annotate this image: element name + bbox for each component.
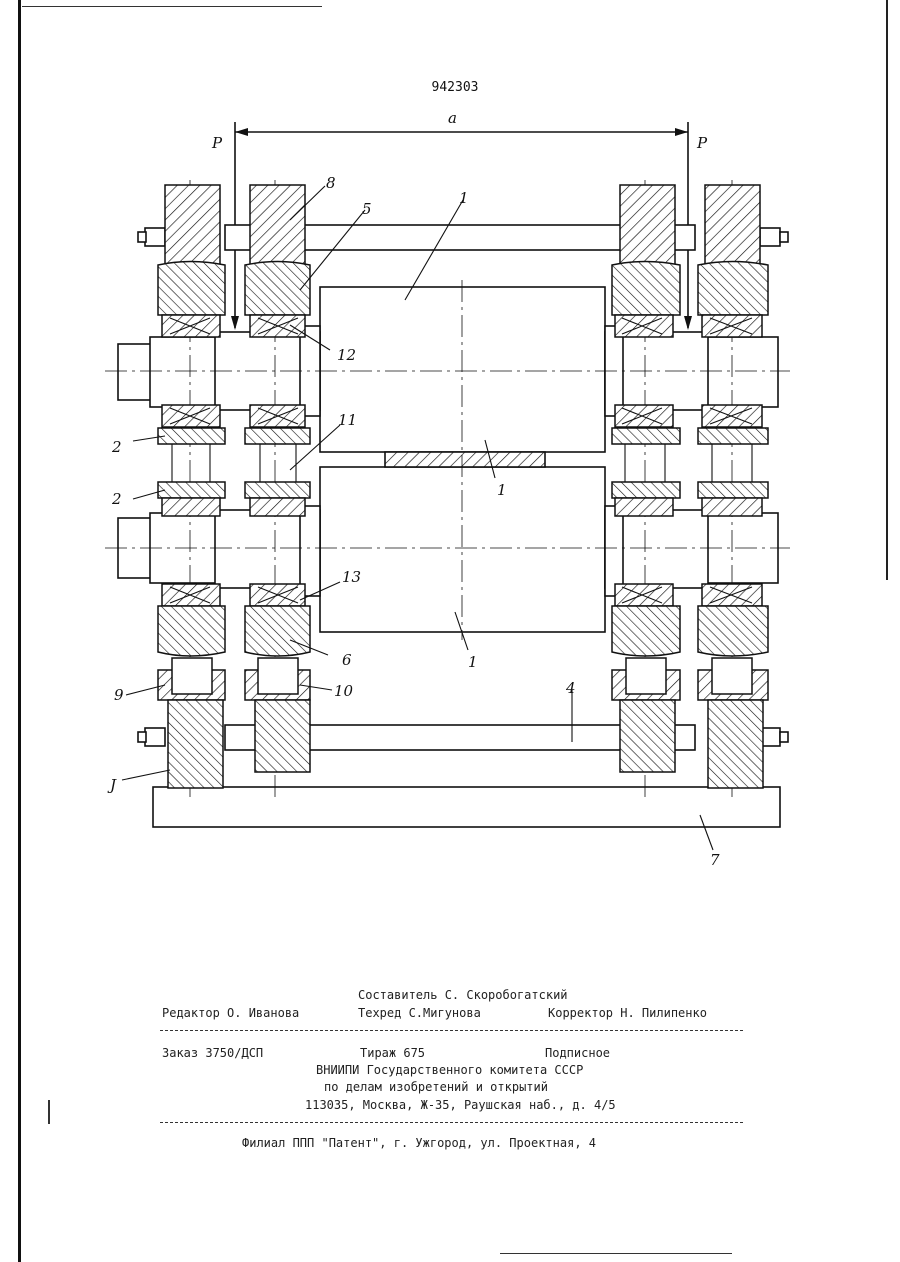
base-plate <box>153 787 780 827</box>
branch-address: Филиал ППП "Патент", г. Ужгород, ул. Про… <box>242 1136 596 1150</box>
upper-roll <box>320 287 605 452</box>
callout-3: J <box>107 776 117 794</box>
callout-12: 12 <box>337 346 356 364</box>
lower-roll <box>320 467 605 632</box>
subscription: Подписное <box>545 1046 610 1060</box>
callout-11: 11 <box>338 411 357 429</box>
callout-2-upper: 2 <box>111 438 122 456</box>
dimension-a-label: a <box>448 109 457 127</box>
callout-4: 4 <box>565 679 576 697</box>
callout-5: 5 <box>362 200 372 218</box>
force-right-label: P <box>696 134 708 152</box>
callout-1-top: 1 <box>459 189 469 207</box>
callout-8: 8 <box>326 174 336 192</box>
callout-10: 10 <box>334 682 354 700</box>
separator-bottom <box>160 1122 743 1123</box>
separator-top <box>160 1030 743 1031</box>
techred: Техред С.Мигунова <box>358 1006 481 1020</box>
corrector: Корректор Н. Пилипенко <box>548 1006 707 1020</box>
force-left-label: P <box>211 134 223 152</box>
callout-13: 13 <box>342 568 361 586</box>
compiler: Составитель С. Скоробогатский <box>358 988 568 1002</box>
technical-drawing: a P P 1 1 1 2 2 J 4 5 6 7 8 9 10 11 12 1… <box>0 0 900 900</box>
callout-2-lower: 2 <box>111 490 122 508</box>
callout-6: 6 <box>342 651 352 669</box>
callout-1-mid: 1 <box>497 481 507 499</box>
org-line-2: по делам изобретений и открытий <box>324 1080 548 1094</box>
order-number: Заказ 3750/ДСП <box>162 1046 263 1060</box>
org-line-1: ВНИИПИ Государственного комитета СССР <box>316 1063 583 1077</box>
callout-9: 9 <box>114 686 124 704</box>
editor: Редактор О. Иванова <box>162 1006 299 1020</box>
bottom-rule <box>500 1253 732 1254</box>
circulation: Тираж 675 <box>360 1046 425 1060</box>
callout-1-bottom: 1 <box>468 653 478 671</box>
callout-7: 7 <box>710 851 720 869</box>
address: 113035, Москва, Ж-35, Раушская наб., д. … <box>305 1098 616 1112</box>
margin-mark <box>48 1100 50 1124</box>
